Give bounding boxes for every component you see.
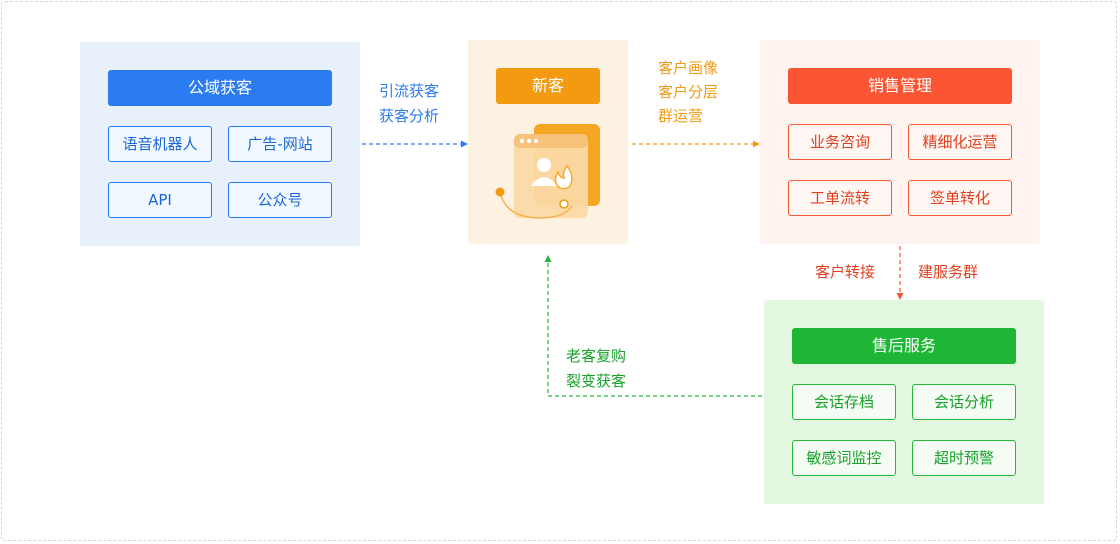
public-item-api: API <box>108 182 212 218</box>
flow-label-build-group: 建服务群 <box>918 263 979 281</box>
after-sales-title: 售后服务 <box>792 328 1016 364</box>
customer-flame-window-icon <box>495 124 600 219</box>
after-item-timeout-alert: 超时预警 <box>912 440 1016 476</box>
arrow-head-public-to-new <box>461 140 468 148</box>
sales-item-fine-operation: 精细化运营 <box>908 124 1012 160</box>
sales-item-ticket-flow: 工单流转 <box>788 180 892 216</box>
arrow-after-to-new <box>547 262 762 397</box>
flow-label-acquire-analysis: 获客分析 <box>379 107 440 125</box>
sales-panel: 销售管理 业务咨询 精细化运营 工单流转 签单转化 <box>760 40 1040 244</box>
after-item-session-archive: 会话存档 <box>792 384 896 420</box>
flow-label-transfer: 客户转接 <box>815 263 876 281</box>
sales-item-deal-conversion: 签单转化 <box>908 180 1012 216</box>
arrow-head-after-to-new <box>544 255 552 262</box>
public-item-voice-robot: 语音机器人 <box>108 126 212 162</box>
arrow-head-new-to-sales <box>753 140 760 148</box>
new-customer-panel: 新客 <box>468 40 628 244</box>
after-item-session-analysis: 会话分析 <box>912 384 1016 420</box>
after-sales-panel: 售后服务 会话存档 会话分析 敏感词监控 超时预警 <box>764 300 1044 504</box>
new-customer-title: 新客 <box>496 68 600 104</box>
public-domain-panel: 公域获客 语音机器人 广告-网站 API 公众号 <box>80 42 360 246</box>
arrow-head-sales-to-after <box>896 293 904 300</box>
public-domain-title: 公域获客 <box>108 70 332 106</box>
flow-label-segment: 客户分层 <box>658 83 719 101</box>
flow-label-repurchase: 老客复购 <box>566 347 627 365</box>
flow-label-profile: 客户画像 <box>658 59 719 77</box>
sales-item-consulting: 业务咨询 <box>788 124 892 160</box>
public-item-ad-website: 广告-网站 <box>228 126 332 162</box>
flow-label-group-ops: 群运营 <box>658 107 704 125</box>
flow-label-fission: 裂变获客 <box>566 372 627 390</box>
flow-label-attract: 引流获客 <box>379 82 440 100</box>
after-item-sensitive-word: 敏感词监控 <box>792 440 896 476</box>
sales-title: 销售管理 <box>788 68 1012 104</box>
public-item-official-account: 公众号 <box>228 182 332 218</box>
